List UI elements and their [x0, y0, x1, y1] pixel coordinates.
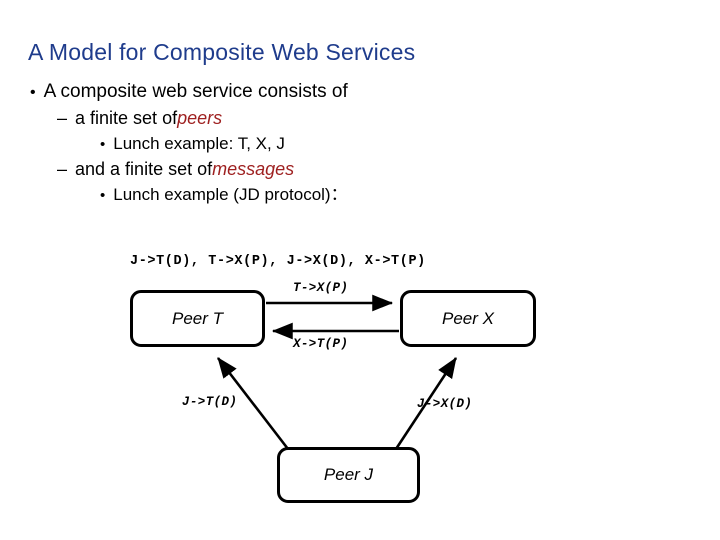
peer-node-t[interactable]: Peer T — [130, 290, 265, 347]
list-item: – a finite set of peers — [0, 109, 720, 127]
peer-node-label: Peer J — [323, 465, 374, 484]
message-set-text: J->T(D), T->X(P), J->X(D), X->T(P) — [130, 254, 426, 269]
edge-label-j-to-t: J->T(D) — [182, 395, 238, 409]
list-item: • A composite web service consists of — [0, 82, 720, 101]
list-item-text: Lunch example: T, X, J — [113, 134, 285, 153]
list-item: – and a finite set of messages — [0, 160, 720, 178]
list-item-text: and a finite set of — [75, 159, 213, 179]
peer-node-label: Peer T — [171, 308, 224, 328]
dash-marker: – — [57, 108, 68, 128]
bullet-marker: • — [100, 136, 106, 153]
peer-node-j[interactable]: Peer J — [277, 447, 420, 503]
emphasis-peers: peers — [177, 108, 223, 128]
list-item-text: Lunch example (JD protocol)： — [113, 185, 348, 204]
peer-node-x[interactable]: Peer X — [400, 290, 536, 347]
edge-label-t-to-x: T->X(P) — [293, 281, 349, 295]
list-item: • Lunch example (JD protocol)： — [0, 186, 720, 203]
bullet-marker: • — [100, 187, 106, 204]
edge-label-x-to-t: X->T(P) — [293, 337, 349, 351]
page-title: A Model for Composite Web Services — [28, 39, 416, 66]
edge-label-j-to-x: J->X(D) — [417, 397, 473, 411]
bullet-marker: • — [30, 84, 36, 101]
emphasis-messages: messages — [212, 159, 295, 179]
list-item: • Lunch example: T, X, J — [0, 135, 720, 152]
list-item-text: A composite web service consists of — [43, 81, 348, 102]
peer-node-label: Peer X — [442, 308, 494, 328]
dash-marker: – — [57, 159, 68, 179]
bullet-list: • A composite web service consists of – … — [0, 82, 720, 211]
list-item-text: a finite set of — [75, 108, 178, 128]
